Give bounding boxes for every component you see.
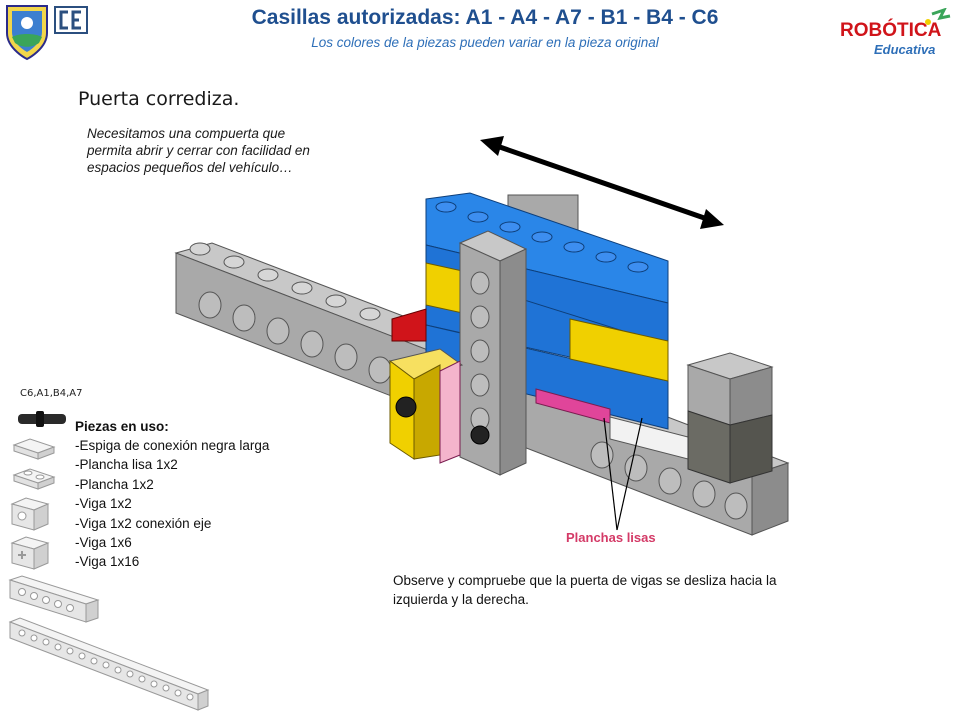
piece-item: -Viga 1x16	[75, 554, 140, 569]
beam-1x2-axle-icon	[10, 536, 50, 570]
piece-item: -Plancha lisa 1x2	[75, 457, 178, 472]
intro-text: Necesitamos una compuerta que permita ab…	[87, 126, 310, 175]
observation-text: Observe y compruebe que la puerta de vig…	[393, 573, 777, 607]
plate-1x2-icon	[12, 468, 56, 490]
callout-lines	[603, 417, 643, 531]
piece-code: C6,A1,B4,A7	[20, 388, 83, 399]
piece-item: -Viga 1x2	[75, 496, 132, 511]
beam-1x2-icon	[10, 497, 50, 531]
pieces-title: Piezas en uso:	[75, 419, 169, 434]
smooth-plate-1x2-icon	[12, 438, 56, 460]
school-crest-icon	[6, 5, 48, 61]
svg-text:ROBÓTICA: ROBÓTICA	[840, 19, 942, 41]
piece-item: -Plancha 1x2	[75, 477, 154, 492]
piece-item: -Viga 1x6	[75, 535, 132, 550]
robotica-educativa-logo: ROBÓTICA Educativa	[840, 8, 951, 57]
black-long-pin-icon	[18, 411, 66, 427]
callout-label: Planchas lisas	[566, 530, 656, 545]
double-arrow-icon	[480, 136, 724, 229]
beam-1x16-icon	[8, 617, 210, 711]
ce-logo-icon	[54, 6, 88, 34]
beam-1x6-icon	[8, 575, 100, 623]
section-title: Puerta corrediza.	[78, 88, 240, 110]
piece-item: -Viga 1x2 conexión eje	[75, 516, 212, 531]
page-subtitle: Los colores de la piezas pueden variar e…	[311, 35, 659, 50]
page-title: Casillas autorizadas: A1 - A4 - A7 - B1 …	[251, 6, 719, 29]
sliding-door-assembly-illustration	[174, 192, 790, 536]
piece-item: -Espiga de conexión negra larga	[75, 438, 270, 453]
svg-text:Educativa: Educativa	[874, 42, 935, 57]
